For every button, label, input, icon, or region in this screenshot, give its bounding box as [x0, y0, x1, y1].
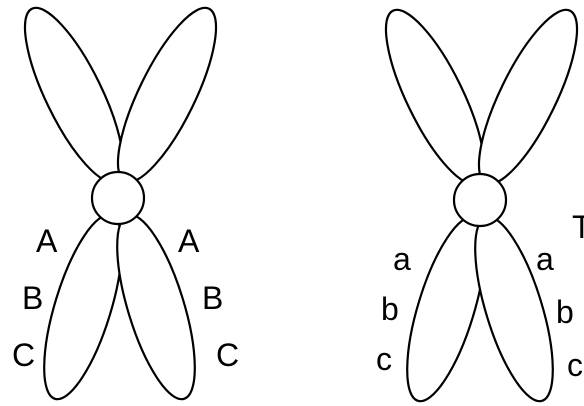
chromatid-upper-right — [477, 8, 579, 186]
allele-label: b — [556, 294, 574, 330]
allele-label: B — [202, 280, 223, 316]
allele-label: c — [567, 347, 583, 383]
allele-label: C — [12, 337, 35, 373]
allele-label: a — [393, 241, 411, 277]
allele-label: a — [536, 241, 554, 277]
chromatid-upper-right — [116, 6, 218, 184]
allele-label: C — [216, 337, 239, 373]
centromere — [90, 170, 146, 226]
allele-label: B — [22, 280, 43, 316]
centromere — [452, 172, 508, 228]
allele-label: A — [178, 223, 200, 259]
allele-label: A — [36, 223, 58, 259]
allele-label: b — [381, 291, 399, 327]
edge-mark: T — [572, 209, 584, 245]
allele-label: c — [376, 341, 392, 377]
chromosome-left: A B C A B C — [12, 6, 239, 401]
chromosome-right: a b c a b c T — [376, 8, 584, 403]
